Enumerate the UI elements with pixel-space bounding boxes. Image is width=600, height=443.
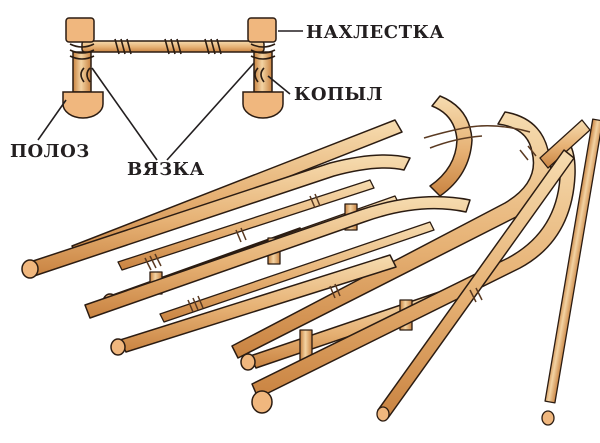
crossbar-end-2 [110,338,126,356]
front-upright [539,119,591,169]
vertical-pole [544,118,600,404]
near-bottom-rail [84,195,471,319]
slat-1 [117,179,375,271]
label-vyazka: ВЯЗКА [127,159,205,180]
diagonal-pole [377,149,575,419]
inset-right-poloz [242,91,284,119]
rope-lashings [144,125,537,313]
inset-right-nakhlestka [247,17,277,43]
slat-3 [159,221,435,323]
front-runner-end [251,390,273,414]
near-rail [29,154,411,277]
vertical-pole-end [541,410,555,426]
label-nakhlestka: НАХЛЕСТКА [306,22,445,43]
diagonal-pole-end [376,406,390,422]
inset-left-nakhlestka [65,17,95,43]
label-kopyl: КОПЫЛ [294,84,384,105]
inset-left-poloz [62,91,104,119]
cross-section-inset [37,17,303,161]
inset-leader-lines [37,30,303,161]
inset-joint-bindings [69,43,276,83]
sled [21,95,600,426]
near-rail-end [21,259,39,279]
label-poloz: ПОЛОЗ [10,141,90,162]
inset-crossbar-lashing [114,38,222,55]
crossbar-end-3 [240,353,256,371]
